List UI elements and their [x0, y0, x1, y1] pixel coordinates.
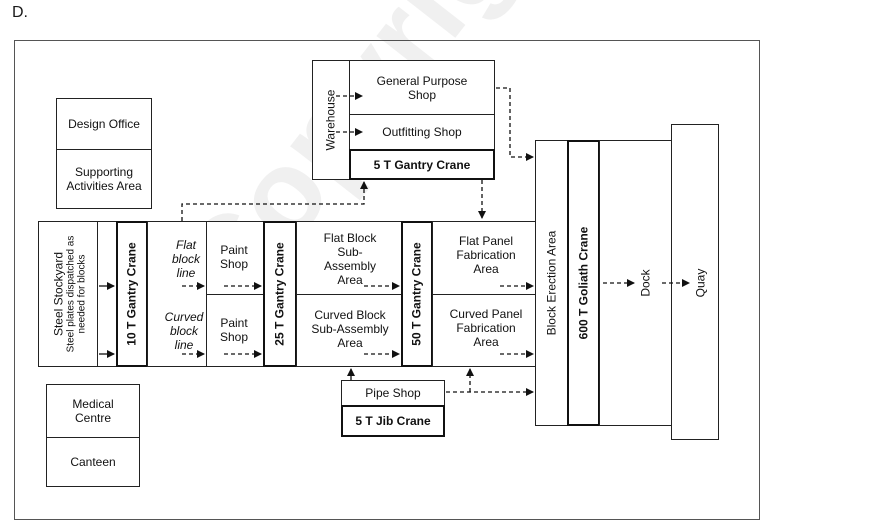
- dock-box: [599, 140, 672, 426]
- pipe-shop-label: Pipe Shop: [365, 386, 421, 400]
- goliath-600t-box: [567, 140, 600, 426]
- curved-sub-assembly-label: Curved Block Sub-Assembly Area: [311, 308, 389, 350]
- gantry-5t-label: 5 T Gantry Crane: [373, 157, 471, 172]
- medical-centre-label: Medical Centre: [72, 397, 114, 425]
- supporting-area-label: Supporting Activities Area: [66, 165, 142, 193]
- figure-label: D.: [12, 4, 28, 21]
- supporting-area-box: Supporting Activities Area: [56, 149, 152, 209]
- gantry-5t-box: 5 T Gantry Crane: [349, 149, 495, 180]
- medical-centre-box: Medical Centre: [46, 384, 140, 438]
- canteen-box: Canteen: [46, 437, 140, 487]
- general-purpose-shop-box: General Purpose Shop: [349, 60, 495, 115]
- outfitting-shop-label: Outfitting Shop: [382, 125, 462, 139]
- curved-sub-assembly-box: Curved Block Sub-Assembly Area: [296, 294, 402, 367]
- jib-5t-label: 5 T Jib Crane: [355, 414, 431, 428]
- curved-panel-label: Curved Panel Fabrication Area: [449, 307, 523, 349]
- flat-sub-assembly-label: Flat Block Sub-Assembly Area: [323, 231, 377, 287]
- curved-panel-box: Curved Panel Fabrication Area: [432, 294, 536, 367]
- arrow-10t-to-warehouse: [181, 181, 368, 221]
- general-purpose-shop-label: General Purpose Shop: [376, 73, 468, 102]
- paint-shop-flat-label: Paint Shop: [219, 243, 249, 271]
- canteen-label: Canteen: [70, 455, 116, 469]
- design-office-label: Design Office: [68, 117, 140, 131]
- arrow-general-to-erection: [496, 87, 534, 161]
- flat-block-line-label: Flat block line: [171, 238, 200, 280]
- gantry-50t-box: [401, 221, 433, 367]
- flat-panel-box: Flat Panel Fabrication Area: [432, 221, 536, 295]
- block-erection-box: [535, 140, 569, 426]
- quay-box: [671, 124, 719, 440]
- curved-block-line-label: Curved block line: [164, 310, 204, 352]
- flat-sub-assembly-box: Flat Block Sub-Assembly Area: [296, 221, 402, 295]
- paint-shop-curved-label: Paint Shop: [219, 316, 249, 344]
- steel-stockyard-box: [38, 221, 98, 367]
- jib-5t-box: 5 T Jib Crane: [341, 405, 445, 437]
- flat-panel-label: Flat Panel Fabrication Area: [456, 234, 516, 276]
